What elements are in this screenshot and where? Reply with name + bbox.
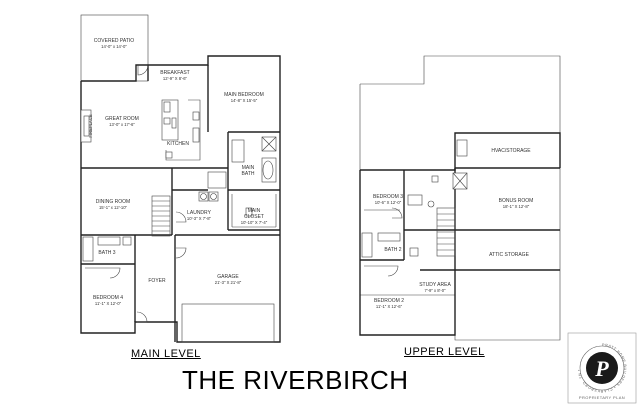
logo-badge <box>586 352 618 384</box>
room-name-bonus-room: BONUS ROOM <box>499 198 534 204</box>
room-name-hvac-storage: HVAC/STORAGE <box>491 148 531 154</box>
room-dims-laundry: 10'-3" X 7'-8" <box>187 216 212 221</box>
room-dims-great-room: 13'-0" x 17'-6" <box>109 122 135 127</box>
room-name-main-bath-1: MAIN <box>242 165 255 171</box>
room-name-kitchen: KITCHEN <box>167 141 189 147</box>
upper-level-plan <box>359 55 561 341</box>
main-level-label: MAIN LEVEL <box>131 348 201 360</box>
room-dims-main-closet: 10'-10" X 7'-4" <box>241 220 268 225</box>
room-name-study-area: STUDY AREA <box>419 282 451 288</box>
room-dims-bedroom4: 11'-1" X 12'-0" <box>95 301 122 306</box>
room-name-bath3: BATH 3 <box>98 250 115 256</box>
room-name-attic-storage: ATTIC STORAGE <box>489 252 529 258</box>
room-dims-bedroom3: 10'-6" X 12'-0" <box>375 200 402 205</box>
room-name-bedroom4: BEDROOM 4 <box>93 295 123 301</box>
room-dims-main-bedroom: 14'-8" X 15'-5" <box>231 98 258 103</box>
upper-roof-outline <box>359 55 561 341</box>
room-dims-breakfast: 12'-9" X 8'-6" <box>163 76 188 81</box>
room-name-fireplace: FIREPLACE <box>88 114 93 137</box>
room-dims-study-area: 7'-9" x 8'-0" <box>424 288 446 293</box>
room-name-bedroom3: BEDROOM 3 <box>373 194 403 200</box>
room-name-bath2: BATH 2 <box>384 247 401 253</box>
room-name-main-closet: CLOSET <box>244 214 264 220</box>
room-dims-bedroom2: 11'-1" X 12'-6" <box>376 304 403 309</box>
room-name-main-bedroom: MAIN BEDROOM <box>224 92 264 98</box>
room-name-main-closet-1: MAIN <box>248 208 261 214</box>
room-name-great-room: GREAT ROOM <box>105 116 139 122</box>
upper-level-label: UPPER LEVEL <box>404 346 485 358</box>
main-level-labels: COVERED PATIO 14'-0" x 14'-0" BREAKFAST … <box>88 38 268 306</box>
upper-level-labels: HVAC/STORAGE BEDROOM 3 10'-6" X 12'-0" B… <box>373 148 533 309</box>
room-name-bedroom2: BEDROOM 2 <box>374 298 404 304</box>
room-name-garage: GARAGE <box>217 274 239 280</box>
builder-logo: P PRATT HOME BUILDERS • CLARKSBORO, TN •… <box>567 332 637 404</box>
logo-caption: PROPRIETARY PLAN <box>579 395 625 400</box>
main-level-outline <box>80 55 281 343</box>
room-name-foyer: FOYER <box>148 278 166 284</box>
room-dims-bonus-room: 18'-1" X 12'-8" <box>503 204 530 209</box>
room-name-main-bath: BATH <box>242 171 255 177</box>
room-name-dining-room: DINING ROOM <box>96 199 130 205</box>
room-name-breakfast: BREAKFAST <box>160 70 189 76</box>
room-dims-covered-patio: 14'-0" x 14'-0" <box>101 44 127 49</box>
main-level-plan <box>80 14 281 343</box>
plan-title: THE RIVERBIRCH <box>182 365 409 395</box>
logo-letter: P <box>594 356 609 381</box>
room-name-laundry: LAUNDRY <box>187 210 211 216</box>
room-name-covered-patio: COVERED PATIO <box>94 38 134 44</box>
room-dims-dining-room: 15'-1" x 12'-10" <box>99 205 128 210</box>
upper-level-outline <box>360 132 561 171</box>
room-dims-garage: 21'-3" X 21'-8" <box>215 280 242 285</box>
